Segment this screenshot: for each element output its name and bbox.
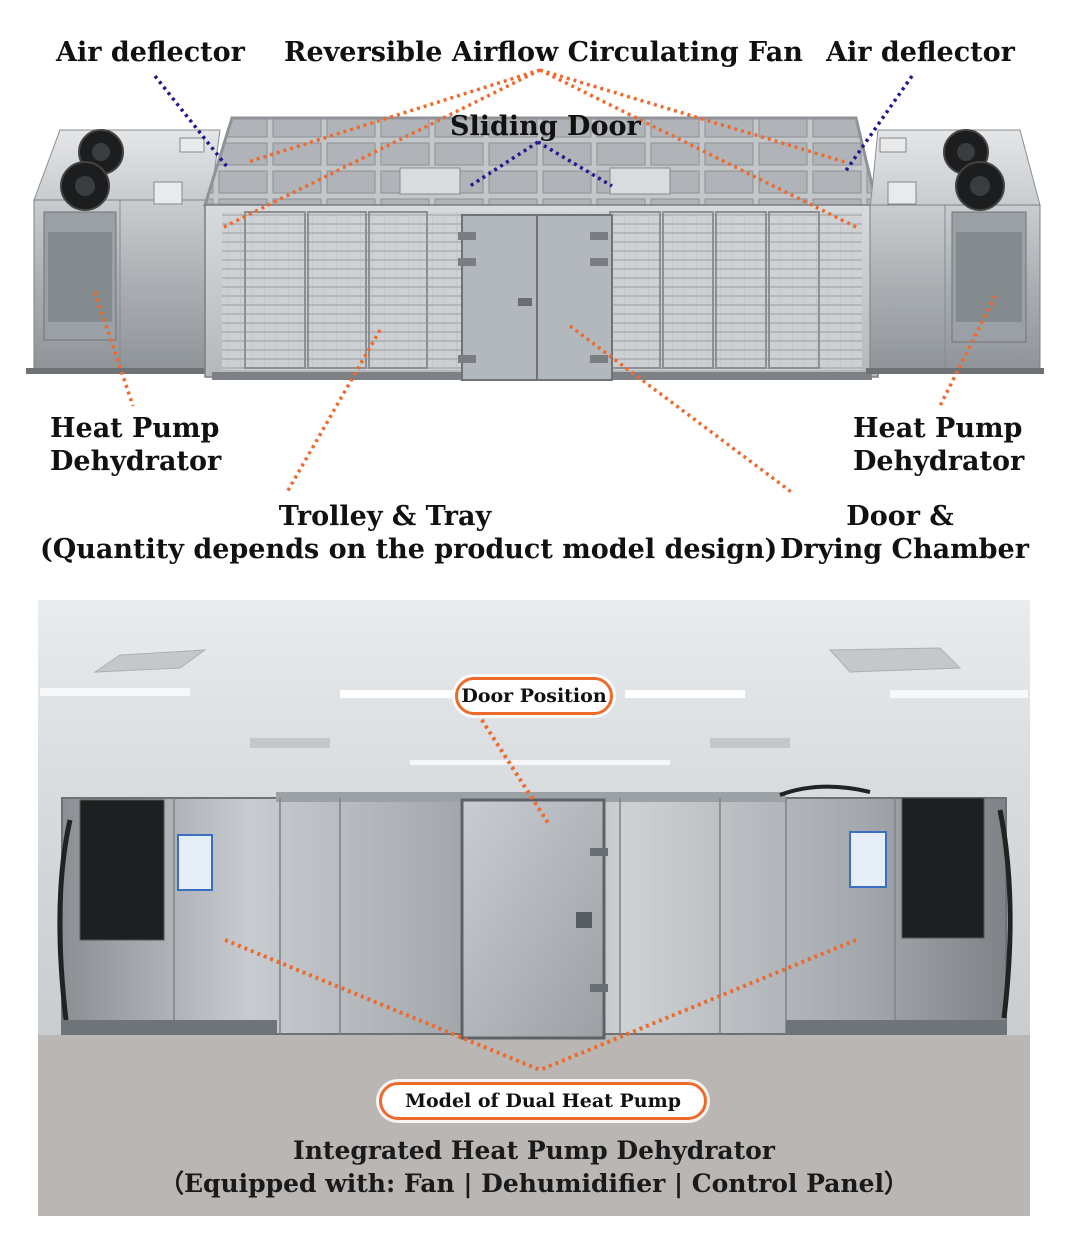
label-air-deflector-left: Air deflector — [56, 37, 245, 68]
dual-heat-pump-label: Model of Dual Heat Pump — [379, 1082, 707, 1120]
label-heat-pump-right-1: Heat Pump — [853, 413, 1023, 444]
caption-line-1: Integrated Heat Pump Dehydrator — [293, 1136, 775, 1165]
door-position-label: Door Position — [455, 677, 613, 715]
right-heat-pump-module — [866, 129, 1044, 374]
drying-chamber-body — [202, 116, 880, 381]
machine-diagram — [26, 68, 1044, 496]
left-heat-pump-module — [26, 129, 221, 374]
label-trolley-2: (Quantity depends on the product model d… — [40, 534, 778, 565]
label-trolley-1: Trolley & Tray — [278, 501, 492, 532]
label-circulating-fan: Reversible Airflow Circulating Fan — [284, 37, 803, 68]
label-door-1: Door & — [846, 501, 954, 532]
blue-callouts — [153, 74, 914, 188]
label-heat-pump-left-1: Heat Pump — [50, 413, 220, 444]
caption-line-2: （Equipped with: Fan | Dehumidifier | Con… — [158, 1169, 910, 1198]
label-heat-pump-right-2: Dehydrator — [853, 446, 1025, 477]
label-door-2: Drying Chamber — [780, 534, 1029, 565]
label-sliding-door: Sliding Door — [450, 111, 641, 142]
label-air-deflector-right: Air deflector — [826, 37, 1015, 68]
label-heat-pump-left-2: Dehydrator — [50, 446, 222, 477]
orange-callouts — [93, 68, 997, 496]
